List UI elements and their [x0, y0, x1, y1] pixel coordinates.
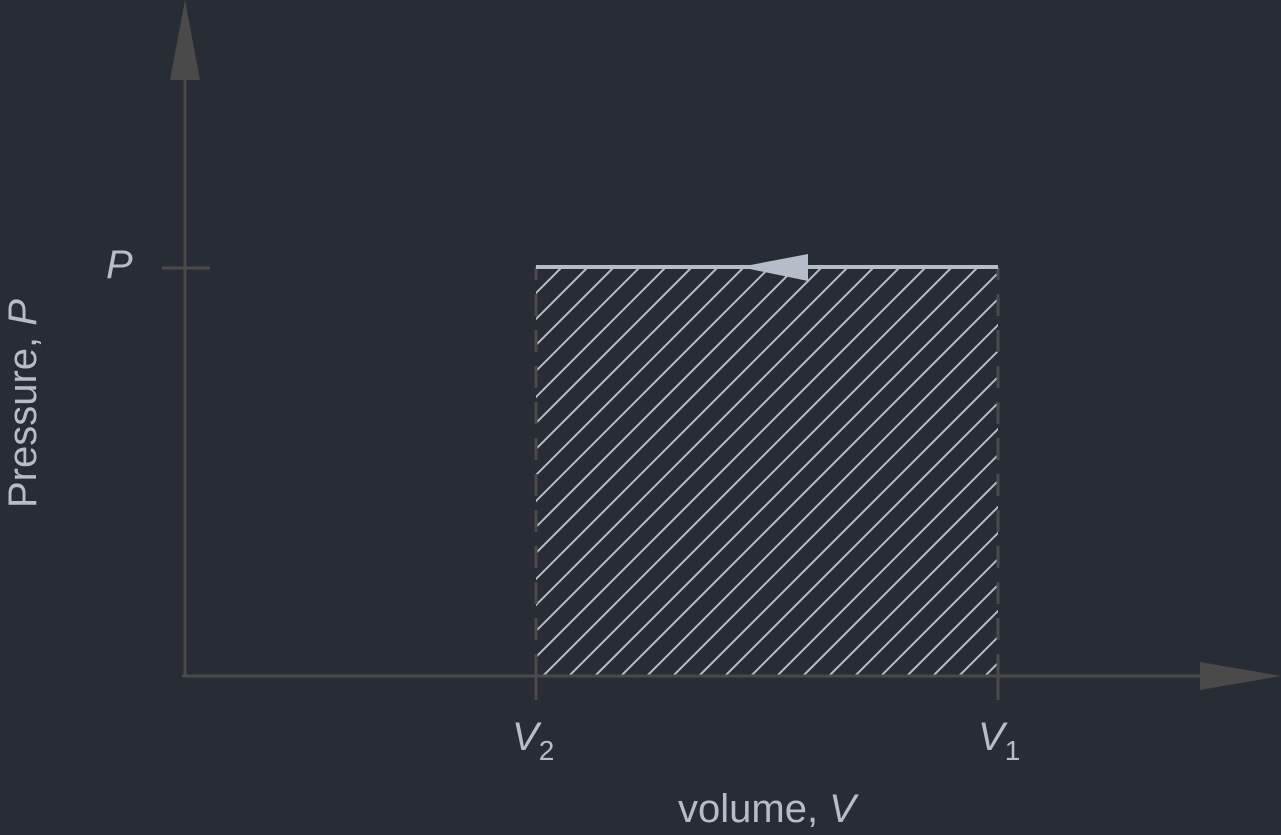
work-area-hatch — [536, 267, 998, 676]
hatch-line — [536, 267, 927, 659]
pressure-tick-label: P — [106, 243, 133, 287]
hatch-line — [536, 267, 693, 425]
process-direction-arrow-icon — [740, 254, 808, 281]
hatch-line — [594, 271, 998, 676]
hatch-line — [776, 453, 998, 676]
hatch-line — [536, 267, 823, 555]
hatch-line — [984, 661, 998, 676]
hatch-line — [536, 267, 537, 269]
hatch-line — [568, 267, 979, 676]
y-axis-title: Pressure, P — [1, 299, 45, 508]
x-axis-title: volume, V — [678, 787, 859, 830]
hatch-line — [536, 267, 797, 529]
hatch-line — [932, 609, 998, 676]
hatch-line — [724, 401, 998, 676]
hatch-line — [906, 583, 998, 676]
hatch-line — [536, 267, 563, 295]
hatch-line — [536, 267, 771, 503]
hatch-line — [802, 479, 998, 676]
v1-tick-label: V1 — [978, 715, 1020, 766]
hatch-line — [536, 267, 875, 607]
hatch-line — [542, 267, 953, 676]
hatch-line — [536, 267, 849, 581]
hatch-line — [672, 349, 998, 676]
hatch-line — [536, 267, 615, 347]
x-axis-arrowhead — [1200, 662, 1281, 690]
hatch-line — [854, 531, 998, 676]
hatch-line — [536, 267, 901, 633]
hatch-line — [880, 557, 998, 676]
y-axis-arrowhead — [170, 0, 200, 80]
v2-tick-label: V2 — [512, 715, 554, 766]
hatch-line — [620, 297, 998, 676]
hatch-line — [750, 427, 998, 676]
hatch-line — [536, 267, 745, 477]
hatch-line — [646, 323, 998, 676]
hatch-line — [536, 267, 589, 321]
hatch-line — [536, 267, 719, 451]
hatch-line — [536, 267, 641, 373]
hatch-line — [536, 267, 667, 399]
hatch-line — [828, 505, 998, 676]
hatch-line — [958, 635, 998, 676]
hatch-line — [698, 375, 998, 676]
